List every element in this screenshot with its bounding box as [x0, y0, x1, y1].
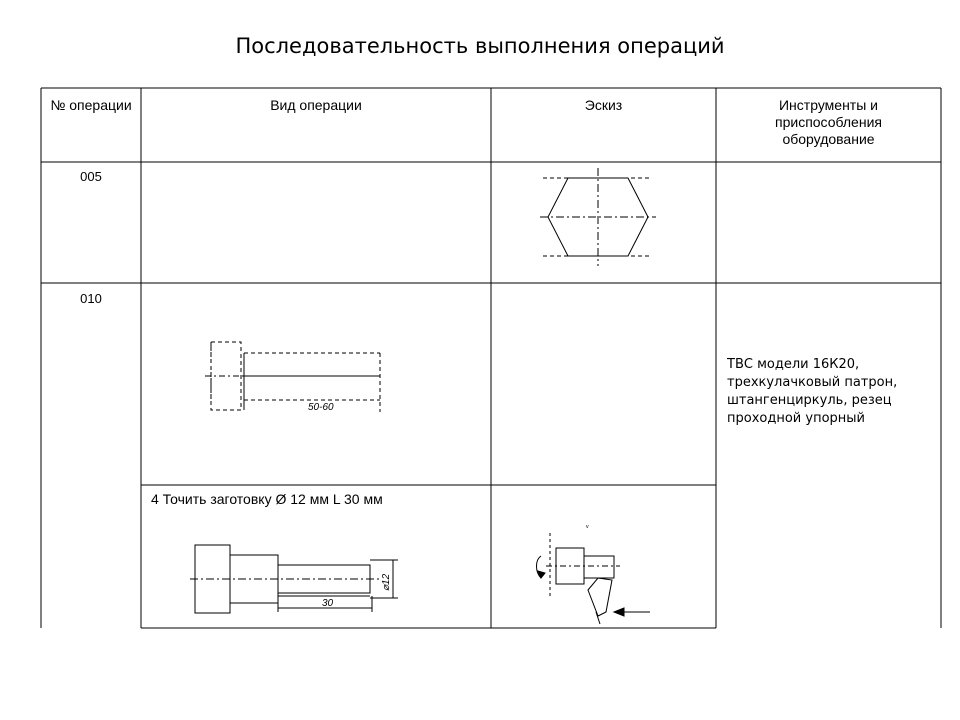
header-sketch: Эскиз [584, 97, 623, 113]
turning-operation-sketch [536, 533, 650, 625]
turned-part-sketch [190, 544, 398, 614]
header-operation-type: Вид операции [270, 97, 362, 113]
sketch-length-label: 30 [322, 598, 334, 609]
page-title: Последовательность выполнения операций [235, 34, 725, 58]
row-number-005: 005 [80, 169, 102, 184]
row-number-010: 010 [80, 291, 102, 306]
header-tools: Инструменты и приспособления оборудовани… [775, 97, 882, 147]
sketch-mark: ᵛ [585, 523, 589, 532]
hexagon-sketch [540, 168, 656, 266]
operation-step-text: 4 Точить заготовку Ø 12 мм L 30 мм [151, 491, 383, 507]
header-operation-number: № операции [50, 97, 132, 113]
sketch-diameter-label: ⌀12 [381, 573, 392, 591]
tools-description: ТВС модели 16К20, трехкулачковый патрон,… [727, 357, 898, 426]
blank-bar-sketch [205, 341, 381, 412]
sketch-length-range-label: 50-60 [308, 402, 334, 413]
